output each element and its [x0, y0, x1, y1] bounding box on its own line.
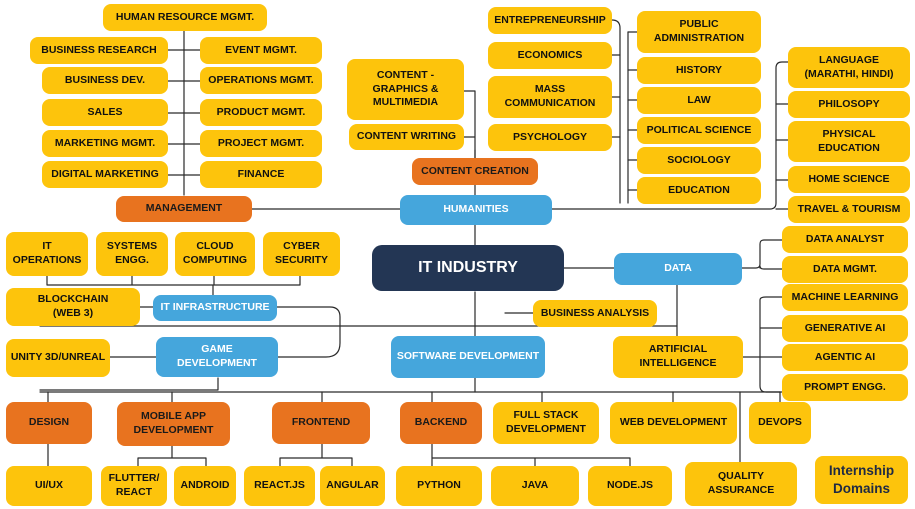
software-item[interactable]: ANGULAR: [320, 466, 385, 506]
management-item[interactable]: BUSINESS RESEARCH: [30, 37, 168, 64]
data-item[interactable]: DATA ANALYST: [782, 226, 908, 253]
data-item[interactable]: DATA MGMT.: [782, 256, 908, 283]
ai-item[interactable]: PROMPT ENGG.: [782, 374, 908, 401]
software-group-mobile[interactable]: MOBILE APP DEVELOPMENT: [117, 402, 230, 446]
category-data[interactable]: DATA: [614, 253, 742, 285]
software-group-devops[interactable]: DEVOPS: [749, 402, 811, 444]
infra-item[interactable]: BLOCKCHAIN (WEB 3): [6, 288, 140, 326]
software-group-backend[interactable]: BACKEND: [400, 402, 482, 444]
category-artificial-intelligence[interactable]: ARTIFICIAL INTELLIGENCE: [613, 336, 743, 378]
category-game-development[interactable]: GAME DEVELOPMENT: [156, 337, 278, 377]
humanities-item[interactable]: ENTREPRENEURSHIP: [488, 7, 612, 34]
ai-item[interactable]: GENERATIVE AI: [782, 315, 908, 342]
content-item[interactable]: CONTENT - GRAPHICS & MULTIMEDIA: [347, 59, 464, 120]
software-group-full-stack[interactable]: FULL STACK DEVELOPMENT: [493, 402, 599, 444]
management-item[interactable]: OPERATIONS MGMT.: [200, 67, 322, 94]
infra-item[interactable]: IT OPERATIONS: [6, 232, 88, 276]
infra-item[interactable]: CLOUD COMPUTING: [175, 232, 255, 276]
management-item[interactable]: PROJECT MGMT.: [200, 130, 322, 157]
ai-item[interactable]: AGENTIC AI: [782, 344, 908, 371]
management-item[interactable]: SALES: [42, 99, 168, 126]
category-it-infrastructure[interactable]: IT INFRASTRUCTURE: [153, 295, 277, 321]
software-group-design[interactable]: DESIGN: [6, 402, 92, 444]
humanities-item[interactable]: MASS COMMUNICATION: [488, 76, 612, 118]
software-item[interactable]: JAVA: [491, 466, 579, 506]
infra-item[interactable]: SYSTEMS ENGG.: [96, 232, 168, 276]
management-item[interactable]: HUMAN RESOURCE MGMT.: [103, 4, 267, 31]
legend-label: Internship Domains: [815, 456, 908, 504]
humanities-item[interactable]: LAW: [637, 87, 761, 114]
software-item[interactable]: NODE.JS: [588, 466, 672, 506]
management-item[interactable]: FINANCE: [200, 161, 322, 188]
software-item[interactable]: ANDROID: [174, 466, 236, 506]
humanities-item[interactable]: HISTORY: [637, 57, 761, 84]
humanities-item[interactable]: PSYCHOLOGY: [488, 124, 612, 151]
humanities-item[interactable]: PHILOSOPY: [788, 91, 910, 118]
software-group-frontend[interactable]: FRONTEND: [272, 402, 370, 444]
humanities-item[interactable]: POLITICAL SCIENCE: [637, 117, 761, 144]
software-item[interactable]: REACT.JS: [244, 466, 315, 506]
infra-item[interactable]: CYBER SECURITY: [263, 232, 340, 276]
software-item[interactable]: UI/UX: [6, 466, 92, 506]
management-item[interactable]: DIGITAL MARKETING: [42, 161, 168, 188]
humanities-item[interactable]: TRAVEL & TOURISM: [788, 196, 910, 223]
humanities-item[interactable]: SOCIOLOGY: [637, 147, 761, 174]
category-business-analysis[interactable]: BUSINESS ANALYSIS: [533, 300, 657, 327]
content-item[interactable]: CONTENT WRITING: [349, 124, 464, 150]
humanities-item[interactable]: ECONOMICS: [488, 42, 612, 69]
management-item[interactable]: PRODUCT MGMT.: [200, 99, 322, 126]
ai-item[interactable]: MACHINE LEARNING: [782, 284, 908, 311]
category-management[interactable]: MANAGEMENT: [116, 196, 252, 222]
software-group-web-development[interactable]: WEB DEVELOPMENT: [610, 402, 737, 444]
humanities-item[interactable]: PUBLIC ADMINISTRATION: [637, 11, 761, 53]
software-item[interactable]: FLUTTER/ REACT: [101, 466, 167, 506]
center-node[interactable]: IT INDUSTRY: [372, 245, 564, 291]
humanities-item[interactable]: HOME SCIENCE: [788, 166, 910, 193]
category-software-development[interactable]: SOFTWARE DEVELOPMENT: [391, 336, 545, 378]
humanities-item[interactable]: EDUCATION: [637, 177, 761, 204]
category-humanities[interactable]: HUMANITIES: [400, 195, 552, 225]
software-item[interactable]: PYTHON: [396, 466, 482, 506]
game-item[interactable]: UNITY 3D/UNREAL: [6, 339, 110, 377]
humanities-item[interactable]: LANGUAGE (MARATHI, HINDI): [788, 47, 910, 88]
management-item[interactable]: MARKETING MGMT.: [42, 130, 168, 157]
management-item[interactable]: BUSINESS DEV.: [42, 67, 168, 94]
humanities-item[interactable]: PHYSICAL EDUCATION: [788, 121, 910, 162]
management-item[interactable]: EVENT MGMT.: [200, 37, 322, 64]
category-content-creation[interactable]: CONTENT CREATION: [412, 158, 538, 185]
software-item[interactable]: QUALITY ASSURANCE: [685, 462, 797, 506]
